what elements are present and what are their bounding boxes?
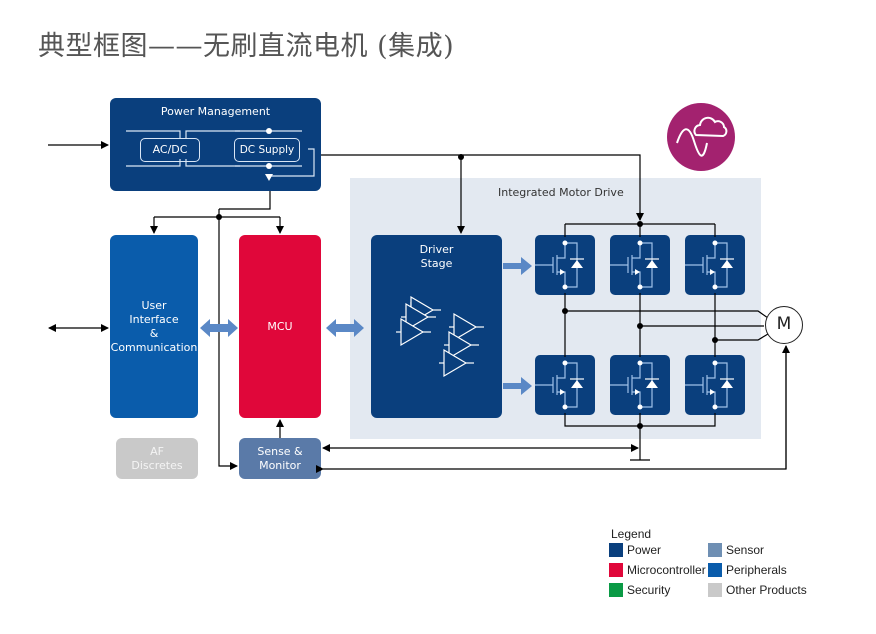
page-title: 典型框图——无刷直流电机 (集成) — [38, 31, 455, 62]
motor[interactable]: M — [765, 306, 803, 344]
legend-swatch — [609, 563, 623, 577]
legend-swatch — [609, 543, 623, 557]
legend-label: Peripherals — [726, 563, 787, 577]
mosfet-icon — [534, 359, 585, 411]
legend-item-other-products: Other Products — [708, 583, 807, 597]
op-amp-icon — [439, 348, 474, 378]
acdc-block[interactable]: AC/DC — [140, 138, 200, 162]
driver-label-line: Stage — [420, 257, 453, 270]
op-amp-icon — [401, 302, 436, 332]
mosfet-icon — [609, 359, 660, 411]
mosfet-icon — [609, 239, 660, 291]
op-amp-icon — [444, 330, 479, 360]
driver-stage-block[interactable]: Driver Stage — [371, 235, 502, 418]
driver-low-side-arrow — [503, 377, 532, 395]
driver-label-line: Driver — [419, 243, 454, 256]
legend-label: Power — [627, 543, 662, 557]
sense-monitor-block[interactable]: Sense & Monitor — [239, 438, 321, 479]
sense-label-line: Monitor — [259, 458, 301, 472]
mosfet-icon — [684, 359, 735, 411]
mosfet-icon — [534, 239, 585, 291]
data-bus-arrows — [200, 257, 532, 395]
legend-label: Security — [627, 583, 671, 597]
mcu-driver-bus-arrow — [326, 319, 364, 337]
mosfet-icon — [684, 239, 735, 291]
legend-swatch — [609, 583, 623, 597]
ui-label-line: User — [141, 298, 167, 312]
op-amp-group — [396, 295, 484, 378]
af-discretes-block[interactable]: AF Discretes — [116, 438, 198, 479]
legend-label: Sensor — [726, 543, 765, 557]
legend-swatch — [708, 563, 722, 577]
legend-swatch — [708, 583, 722, 597]
legend-swatch — [708, 543, 722, 557]
ui-label-line: & — [149, 326, 159, 340]
op-amp-icon — [396, 317, 431, 347]
mcu-label: MCU — [267, 319, 293, 333]
user-interface-communication-block[interactable]: User Interface & Communication — [110, 235, 198, 418]
legend-title: Legend — [611, 527, 652, 541]
power-management-label: Power Management — [160, 105, 271, 118]
power-management-block[interactable]: Power Management AC/DC DC Supply — [110, 98, 321, 191]
dc-supply-block[interactable]: DC Supply — [234, 138, 300, 162]
legend-item-security: Security — [609, 583, 670, 597]
legend-label: Other Products — [726, 583, 807, 597]
af-label-line: AF — [150, 444, 164, 458]
af-label-line: Discretes — [131, 458, 183, 472]
mcu-block[interactable]: MCU — [239, 235, 321, 418]
legend-item-peripherals: Peripherals — [708, 563, 787, 577]
op-amp-icon — [449, 312, 484, 342]
cloud-sine-wave-icon — [667, 103, 735, 171]
ui-label-line: Interface — [129, 312, 179, 326]
legend-label: Microcontroller — [627, 563, 706, 577]
legend-item-power: Power — [609, 543, 661, 557]
driver-high-side-arrow — [503, 257, 532, 275]
sense-label-line: Sense & — [257, 444, 303, 458]
ui-label-line: Communication — [110, 340, 198, 354]
integrated-motor-drive-label: Integrated Motor Drive — [498, 186, 624, 199]
legend-item-sensor: Sensor — [708, 543, 764, 557]
ui-mcu-bus-arrow — [200, 319, 238, 337]
legend-item-microcontroller: Microcontroller — [609, 563, 706, 577]
